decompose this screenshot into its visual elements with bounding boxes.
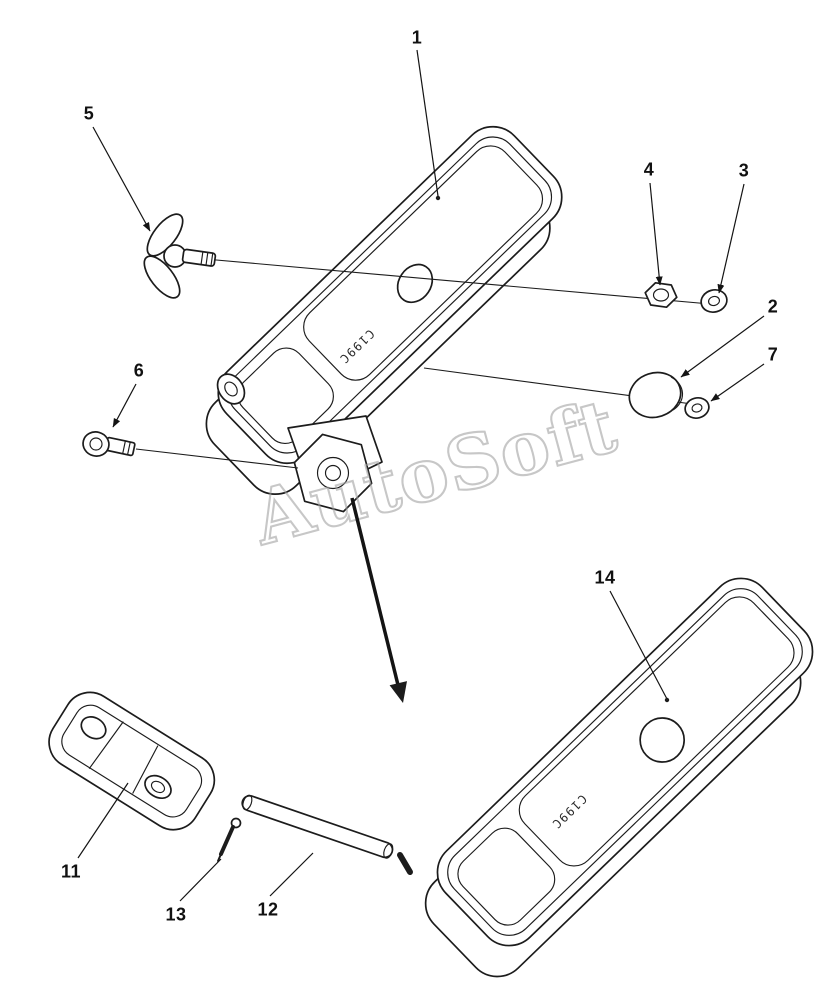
leader-2 (680, 315, 765, 378)
callout-14: 14 (594, 567, 616, 588)
leader-13 (179, 858, 222, 902)
leader-14 (609, 590, 668, 700)
pivot-clevis (287, 415, 383, 513)
callout-7: 7 (767, 344, 779, 365)
leader-3 (717, 183, 745, 294)
lower-pedal-inner-outline (447, 588, 803, 936)
axis-line-wingbolt (204, 258, 711, 305)
callout-11: 11 (60, 861, 82, 882)
leader-4 (649, 182, 663, 286)
upper-pedal-inner-outline (227, 136, 553, 454)
axis-line-screw (135, 448, 299, 469)
callout-leaders (77, 49, 765, 902)
callout-5: 5 (83, 103, 95, 124)
callout-2: 2 (767, 296, 779, 317)
bracket-hole-upper (80, 716, 107, 740)
upper-pedal-body (217, 125, 563, 465)
rod-end-stub (397, 852, 413, 875)
socket-head-screw (82, 431, 136, 457)
bracket-hole-lower (144, 774, 172, 800)
leader-5 (92, 126, 151, 232)
plug-cap (628, 371, 684, 419)
leader-11 (77, 782, 129, 859)
clevis-rod (241, 794, 394, 859)
upper-pedal: C199C (205, 125, 563, 513)
callout-4: 4 (643, 159, 655, 180)
leader-7 (710, 363, 765, 402)
pivot-hex-nut (293, 433, 373, 513)
callout-12: 12 (257, 899, 279, 920)
direction-arrow (350, 497, 407, 703)
lower-pedal-end-pocket (457, 827, 556, 926)
upper-pedal-face-panel (303, 145, 544, 381)
wing-bolt (143, 213, 217, 299)
lower-pedal-hole (639, 717, 686, 763)
leader-1 (416, 49, 439, 197)
hex-nut (644, 281, 678, 309)
flat-washer-3 (700, 289, 728, 313)
cotter-pin (217, 817, 242, 862)
leader-6 (112, 383, 137, 428)
lower-pedal-body (436, 577, 814, 947)
leader-12 (269, 852, 314, 897)
callout-1: 1 (411, 27, 423, 48)
lower-pedal-face-panel (518, 596, 795, 867)
callout-13: 13 (165, 904, 187, 925)
flat-washer-7 (684, 397, 710, 419)
callout-6: 6 (133, 360, 145, 381)
pivot-bushing (216, 373, 246, 405)
callout-3: 3 (738, 160, 750, 181)
lower-pedal: C199C (424, 577, 814, 978)
mounting-bracket (48, 691, 216, 831)
upper-pedal-hole (396, 263, 434, 304)
